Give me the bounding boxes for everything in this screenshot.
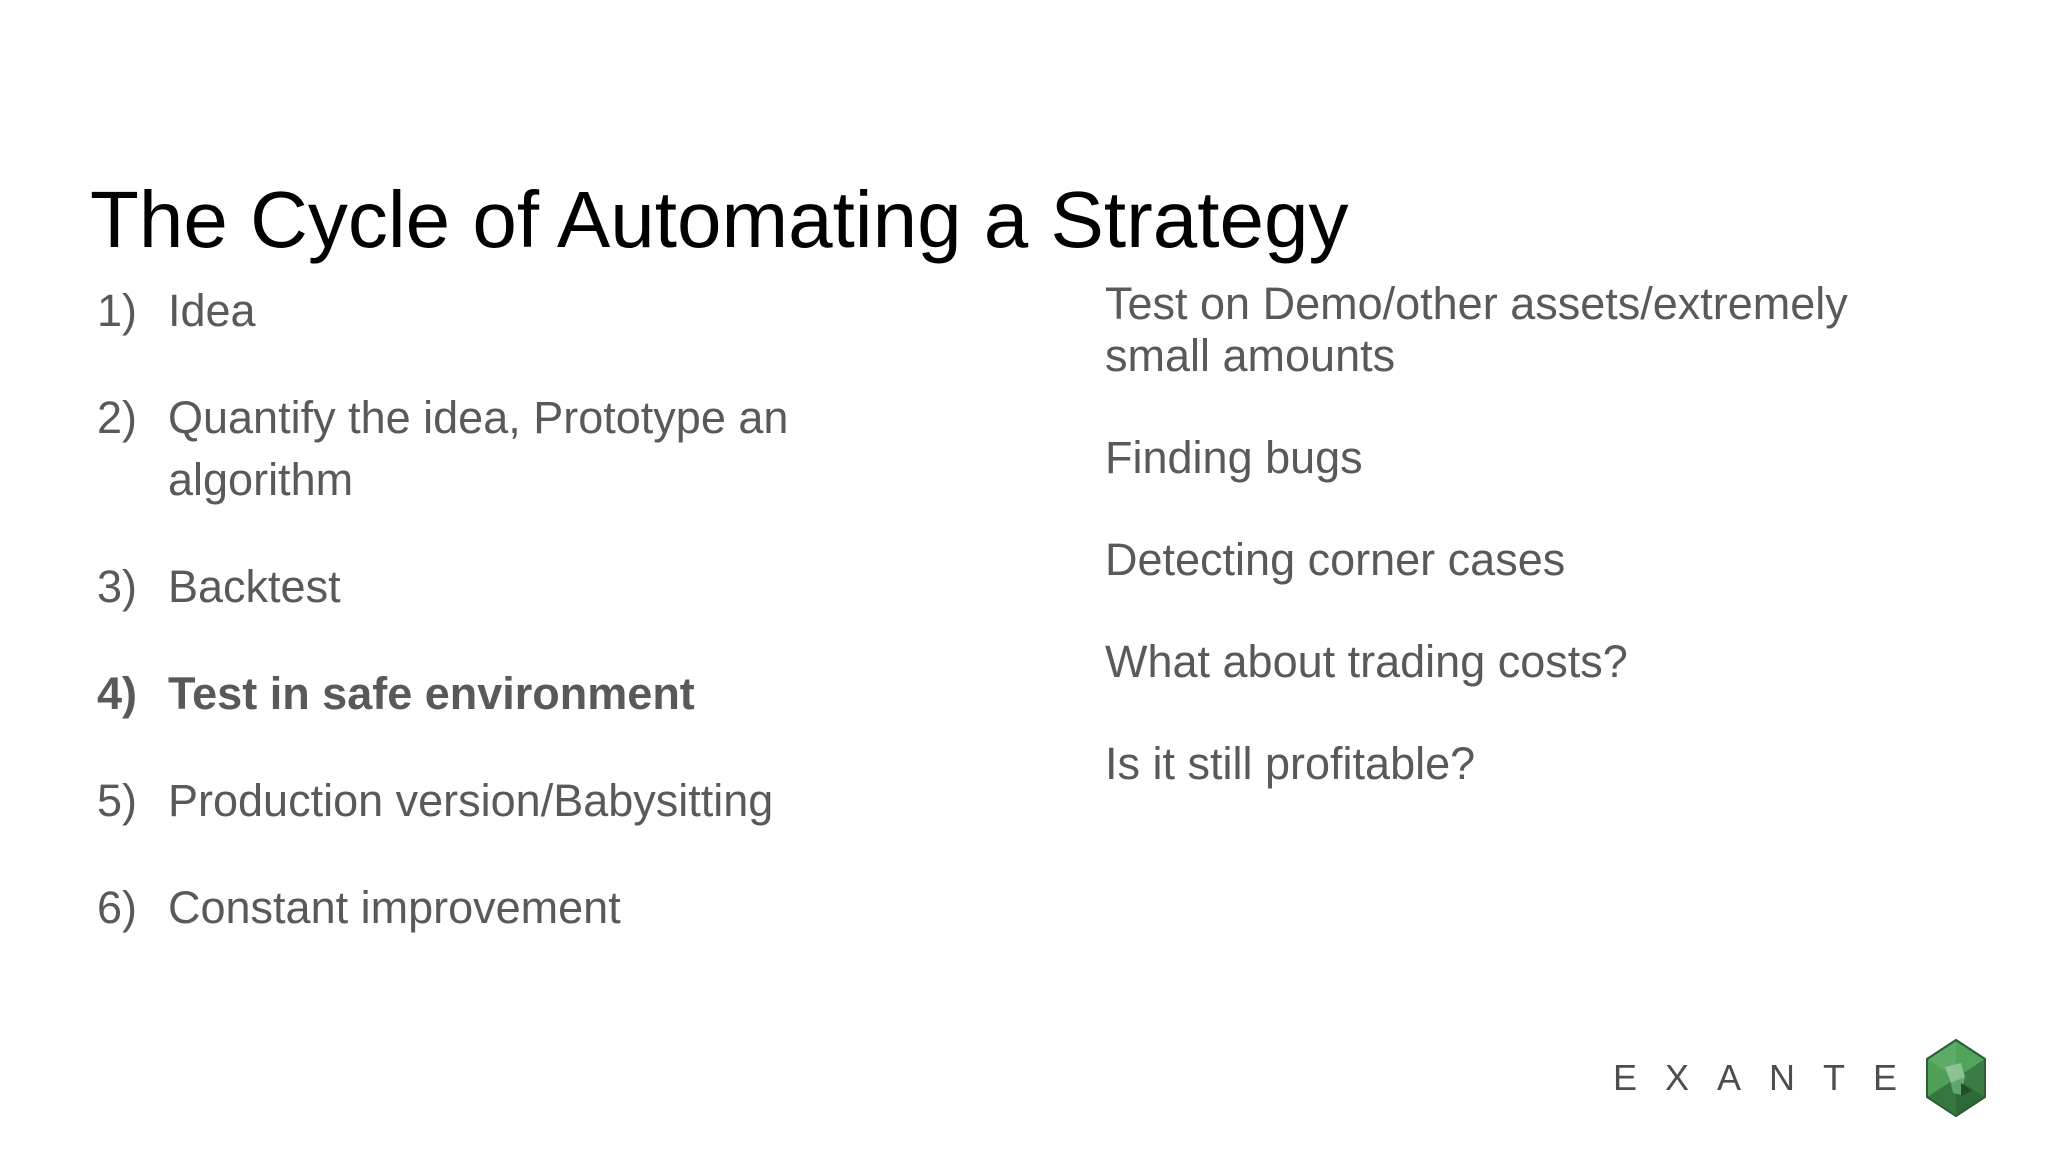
step-text: Test in safe environment: [168, 668, 695, 719]
step-number: 1): [97, 285, 138, 336]
side-notes-list: Test on Demo/other assets/extremely smal…: [1105, 278, 1895, 840]
step-text: Constant improvement: [168, 882, 621, 933]
step-number: 2): [97, 392, 138, 443]
step-text: Quantify the idea, Prototype an algorith…: [168, 392, 789, 505]
note-item: Detecting corner cases: [1105, 534, 1566, 585]
step-item: 2) Quantify the idea, Prototype an algor…: [97, 387, 837, 511]
exante-logo: EXANTE: [1613, 1039, 1987, 1117]
step-item: 1) Idea: [97, 280, 837, 342]
note-item: Finding bugs: [1105, 432, 1363, 483]
step-text: Backtest: [168, 561, 341, 612]
step-number: 6): [97, 882, 138, 933]
note-item: What about trading costs?: [1105, 636, 1628, 687]
step-item: 3) Backtest: [97, 556, 837, 618]
step-item: 4) Test in safe environment: [97, 663, 837, 725]
step-item: 5) Production version/Babysitting: [97, 770, 837, 832]
exante-logo-text: EXANTE: [1613, 1057, 1926, 1098]
slide-title: The Cycle of Automating a Strategy: [90, 174, 1349, 264]
note-item: Test on Demo/other assets/extremely smal…: [1105, 278, 1848, 381]
step-text: Idea: [168, 285, 256, 336]
step-number: 4): [97, 668, 138, 719]
step-text: Production version/Babysitting: [168, 775, 774, 826]
step-number: 5): [97, 775, 138, 826]
note-item: Is it still profitable?: [1105, 738, 1476, 789]
green-gem-hexagon-icon: [1926, 1039, 1987, 1117]
step-item: 6) Constant improvement: [97, 877, 837, 939]
step-number: 3): [97, 561, 138, 612]
numbered-steps-list: 1) Idea 2) Quantify the idea, Prototype …: [97, 280, 837, 984]
